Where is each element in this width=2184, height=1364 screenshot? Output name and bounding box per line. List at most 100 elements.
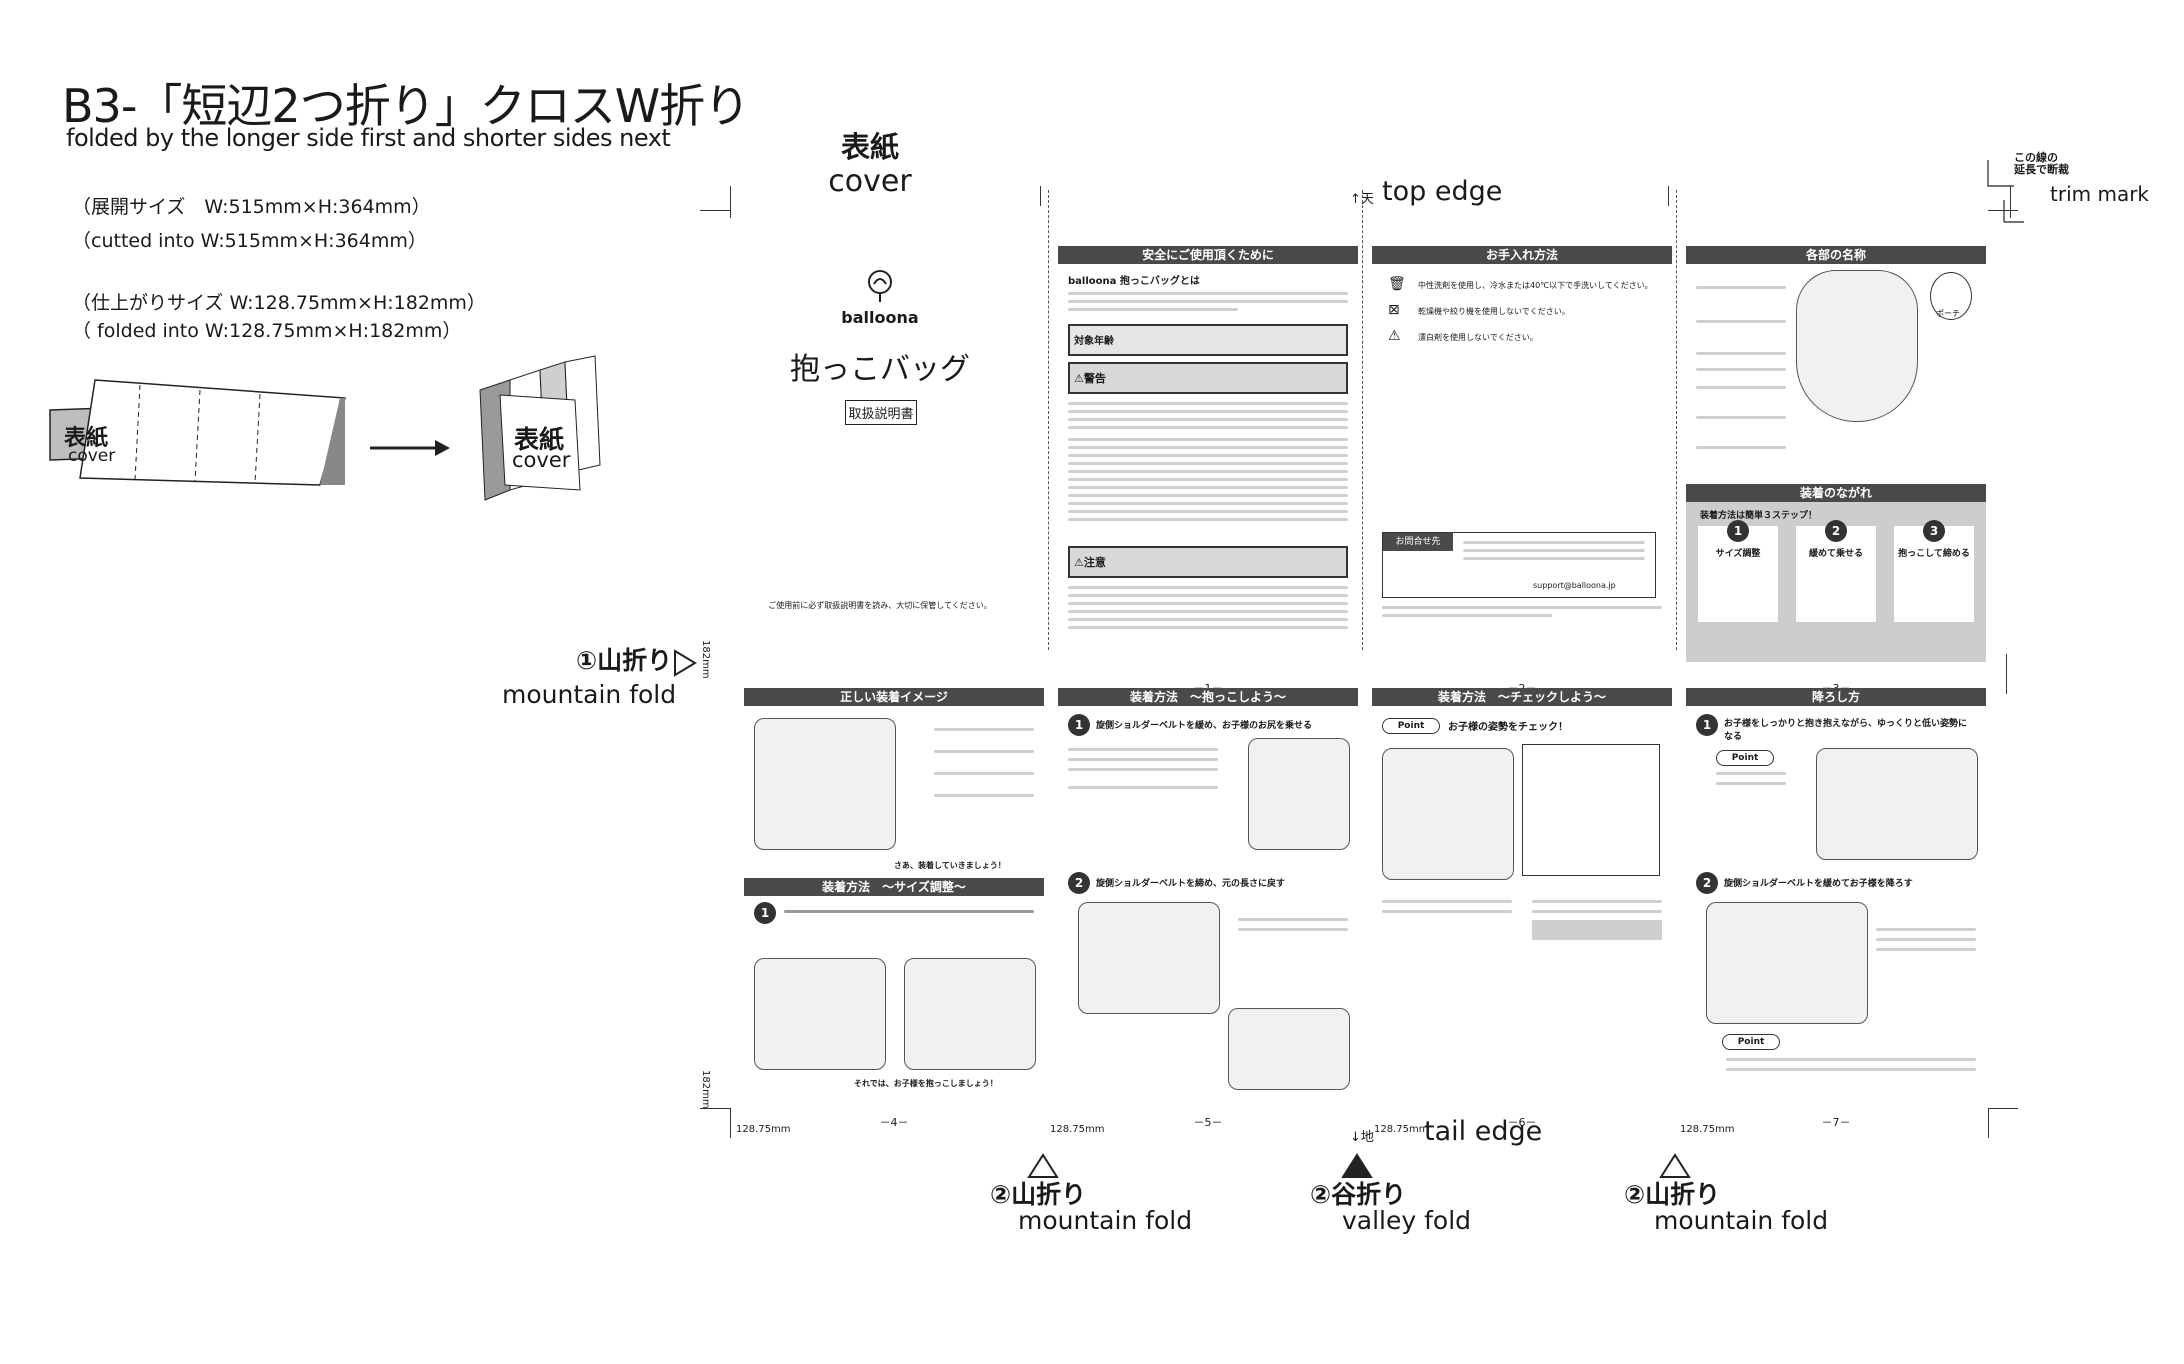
step2-card: 2 緩めて乗せる bbox=[1796, 520, 1876, 622]
page1-heading: 安全にご使用頂くために bbox=[1058, 246, 1358, 264]
page7-step2: 旋側ショルダーベルトを緩めてお子様を降ろす bbox=[1724, 879, 1913, 889]
step1-label: サイズ調整 bbox=[1715, 549, 1761, 559]
bag-illustration bbox=[1796, 270, 1918, 422]
balloon-logo-icon bbox=[868, 270, 892, 302]
cover-label-en: cover bbox=[828, 164, 912, 199]
page6-check: お子様の姿勢をチェック！ bbox=[1448, 722, 1568, 733]
page1-subhead: balloona 抱っこバッグとは bbox=[1068, 276, 1200, 287]
flow-heading: 装着のながれ bbox=[1686, 484, 1986, 502]
flow-panel: 装着方法は簡単３ステップ！ 1 サイズ調整 2 緩めて乗せる 3 抱っこして締め… bbox=[1686, 502, 1986, 662]
tail-edge-en: tail edge bbox=[1424, 1116, 1543, 1147]
page4-lead: さあ、装着していきましょう！ bbox=[894, 861, 1006, 870]
no-bleach-icon: ⚠ bbox=[1388, 328, 1401, 344]
top-edge-en: top edge bbox=[1382, 176, 1503, 207]
step3-card: 3 抱っこして締める bbox=[1894, 520, 1974, 622]
fold-guide-1 bbox=[1048, 190, 1049, 650]
back-belt-illustration bbox=[754, 958, 886, 1070]
fold2b-label-jp: ②谷折り bbox=[1310, 1180, 1407, 1209]
page-5: 装着方法 ～抱っこしよう～ 1 旋側ショルダーベルトを緩め、お子様のお尻を乗せる… bbox=[1058, 688, 1358, 1129]
care-text-2: 乾燥機や絞り機を使用しないでください。 bbox=[1418, 307, 1570, 316]
top-edge-jp: ↑天 bbox=[1350, 192, 1374, 207]
warning-label: ⚠警告 bbox=[1074, 372, 1106, 385]
seat-child-illustration bbox=[1248, 738, 1350, 850]
flow-lead: 装着方法は簡単３ステップ！ bbox=[1700, 511, 1818, 521]
posture-grid bbox=[1522, 744, 1660, 876]
trim-mark-bl-h bbox=[700, 1108, 730, 1109]
trim-mark-top-3 bbox=[1668, 186, 1669, 206]
fold-guide-2 bbox=[1362, 190, 1363, 650]
finished-size-en: （ folded into W:128.75mm×H:182mm） bbox=[72, 320, 462, 342]
tail-edge-jp: ↓地 bbox=[1350, 1130, 1374, 1145]
no-dryer-icon: ⊠ bbox=[1388, 302, 1400, 318]
contact-email: support@balloona.jp bbox=[1533, 581, 1616, 590]
page7-heading: 降ろし方 bbox=[1686, 688, 1986, 706]
fold2c-label-jp: ②山折り bbox=[1624, 1180, 1721, 1209]
pouch-circle bbox=[1930, 272, 1972, 320]
page2-heading: お手入れ方法 bbox=[1372, 246, 1672, 264]
trim-mark-tr-v bbox=[2010, 186, 2011, 218]
fold-guide-3 bbox=[1676, 190, 1677, 650]
pouch-label: ポーチ bbox=[1936, 309, 1960, 318]
page-3: 各部の名称 ポーチ 装着のながれ 装着方法は簡単３ステップ！ 1 サイズ調整 2… bbox=[1686, 246, 1986, 695]
step1-card: 1 サイズ調整 bbox=[1698, 520, 1778, 622]
step2-label: 緩めて乗せる bbox=[1808, 549, 1863, 559]
front-belt-illustration bbox=[904, 958, 1036, 1070]
sheet-title: B3-「短辺2つ折り」クロスW折り bbox=[62, 79, 750, 133]
fold1-label-en: mountain fold bbox=[502, 680, 677, 709]
product-title: 抱っこバッグ bbox=[790, 352, 970, 387]
trim-mark-tl-v bbox=[730, 186, 731, 218]
cover-label-jp: 表紙 bbox=[840, 130, 899, 164]
page7-point-badge-2: Point bbox=[1722, 1034, 1780, 1050]
fold2a-label-en: mountain fold bbox=[1018, 1206, 1193, 1235]
trim-arrow-icon bbox=[1987, 160, 2024, 223]
valley-fold-triangle-icon bbox=[1341, 1153, 1373, 1178]
trim-mark-label: trim mark bbox=[2050, 182, 2150, 206]
caution-label: ⚠注意 bbox=[1074, 556, 1106, 569]
page-1: 安全にご使用頂くために balloona 抱っこバッグとは 対象年齢 ⚠警告 ⚠… bbox=[1058, 246, 1358, 695]
trim-mark-top-1 bbox=[1040, 186, 1041, 206]
open-size-jp: （展開サイズ W:515mm×H:364mm） bbox=[72, 196, 431, 218]
folding-diagram bbox=[49, 355, 601, 501]
dim-width-3: 128.75mm bbox=[1374, 1124, 1429, 1135]
page-4: 正しい装着イメージ さあ、装着していきましょう！ 装着方法 ～サイズ調整～ 1 … bbox=[744, 688, 1044, 1129]
diagram-folded-cover-en: cover bbox=[512, 448, 571, 472]
open-size-en: （cutted into W:515mm×H:364mm） bbox=[72, 230, 427, 252]
dim-width-4: 128.75mm bbox=[1680, 1124, 1735, 1135]
dim-height-1: 182mm bbox=[700, 640, 711, 679]
page4-end: それでは、お子様を抱っこしましょう！ bbox=[854, 1079, 998, 1088]
step3-label: 抱っこして締める bbox=[1898, 549, 1970, 559]
fold2a-label-jp: ②山折り bbox=[990, 1180, 1087, 1209]
page6-note-box bbox=[1532, 920, 1662, 940]
trim-mark-mid-r bbox=[2006, 654, 2007, 694]
print-sheet: balloona 抱っこバッグ 取扱説明書 ご使用前に必ず取扱説明書を読み、大切… bbox=[720, 190, 2020, 1129]
care-text-1: 中性洗剤を使用し、冷水または40℃以下で手洗いしてください。 bbox=[1418, 281, 1653, 290]
page7-number: －7－ bbox=[1821, 1116, 1851, 1129]
diagram-cover-en: cover bbox=[68, 446, 116, 466]
page7-point-badge-1: Point bbox=[1716, 750, 1774, 766]
diagram-cover-jp: 表紙 bbox=[64, 426, 109, 451]
wearing-illustration bbox=[754, 718, 896, 850]
page1-warning-box: ⚠警告 bbox=[1068, 362, 1348, 394]
page6-point-badge: Point bbox=[1382, 718, 1440, 734]
manual-box: 取扱説明書 bbox=[845, 400, 917, 425]
release-belt-illustration bbox=[1706, 902, 1868, 1024]
mountain-fold-triangle-icon bbox=[674, 649, 697, 677]
mountain-fold-triangle-icon bbox=[1659, 1153, 1691, 1178]
lower-posture-illustration bbox=[1816, 748, 1978, 860]
trim-mark-br-v bbox=[1988, 1108, 1989, 1138]
page4-heading2: 装着方法 ～サイズ調整～ bbox=[744, 878, 1044, 896]
page6-heading: 装着方法 ～チェックしよう～ bbox=[1372, 688, 1672, 706]
page1-caution-box: ⚠注意 bbox=[1068, 546, 1348, 578]
finished-size-jp: （仕上がりサイズ W:128.75mm×H:182mm） bbox=[72, 292, 486, 314]
page4-heading: 正しい装着イメージ bbox=[744, 688, 1044, 706]
cover-note: ご使用前に必ず取扱説明書を読み、大切に保管してください。 bbox=[768, 601, 992, 610]
brand-name: balloona bbox=[841, 308, 919, 327]
page3-heading: 各部の名称 bbox=[1686, 246, 1986, 264]
fold2b-label-en: valley fold bbox=[1342, 1206, 1472, 1235]
posture-illustration bbox=[1382, 748, 1514, 880]
page-2: お手入れ方法 🗑 中性洗剤を使用し、冷水または40℃以下で手洗いしてください。 … bbox=[1372, 246, 1672, 695]
page4-number: －4－ bbox=[879, 1116, 909, 1129]
dim-width-1: 128.75mm bbox=[736, 1124, 791, 1135]
page-cover: balloona 抱っこバッグ 取扱説明書 ご使用前に必ず取扱説明書を読み、大切… bbox=[730, 240, 1030, 660]
hand-wash-icon: 🗑 bbox=[1388, 276, 1406, 292]
